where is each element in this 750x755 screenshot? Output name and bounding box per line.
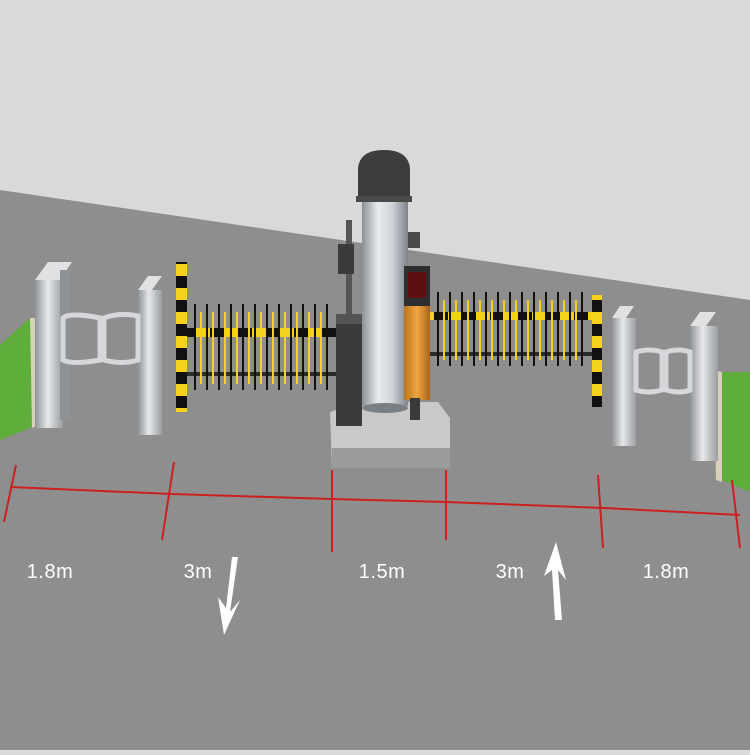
guard-booth — [336, 150, 430, 426]
left-swing-turnstile — [35, 262, 162, 435]
dimension-label-2: 3m — [183, 561, 213, 583]
dimension-label-4: 3m — [495, 561, 525, 583]
measurement-lines — [3, 461, 741, 552]
dimension-label-5: 1.8m — [642, 561, 690, 583]
right-swing-turnstile — [612, 306, 718, 461]
dimension-label-1: 1.8m — [26, 561, 74, 583]
dimension-label-3: 1.5m — [358, 561, 406, 583]
arrow-down-exit — [218, 557, 240, 635]
left-fence-barrier-arm — [176, 262, 337, 412]
arrow-up-entry — [544, 542, 566, 620]
grass-right — [718, 372, 750, 492]
grass-left — [0, 318, 38, 440]
right-fence-barrier-arm — [430, 292, 602, 407]
